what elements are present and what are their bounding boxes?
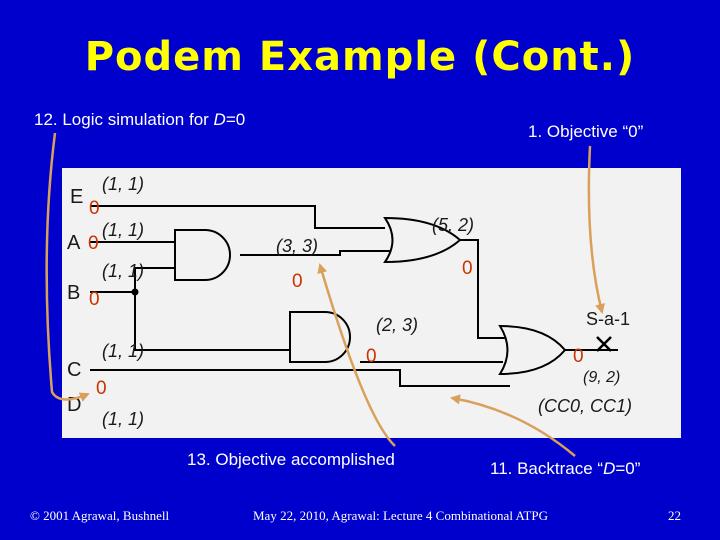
and-gate-1: [174, 229, 231, 281]
arrow-accomplished: [317, 263, 396, 447]
circuit-panel: [62, 168, 681, 438]
note-backtrace: 11. Backtrace “D=0”: [490, 459, 640, 479]
fault-x-mark: [596, 336, 612, 352]
cc-b: (1, 1): [102, 261, 144, 281]
cc-and1: (3, 3): [276, 236, 318, 256]
cc-d: (1, 1): [102, 409, 144, 429]
note-objective: 1. Objective “0”: [528, 122, 644, 141]
note-logic-simulation-var: D: [213, 110, 226, 129]
cc-legend: (CC0, CC1): [538, 396, 632, 416]
wire-e: [90, 205, 385, 229]
note-backtrace-prefix: 11. Backtrace “: [490, 459, 604, 478]
circuit-wires: [90, 205, 618, 387]
and-gate-2: [289, 311, 351, 363]
cc-out: (9, 2): [583, 369, 620, 386]
footer-copyright: © 2001 Agrawal, Bushnell: [30, 508, 170, 523]
or-gate-2: [498, 324, 567, 376]
note-backtrace-suffix: =0”: [615, 459, 641, 478]
arrow-objective: [587, 145, 605, 314]
wire-b: [90, 267, 175, 293]
wire-c: [90, 369, 510, 387]
value-and2: 0: [366, 346, 377, 367]
input-a-label: A: [67, 232, 81, 254]
annotation-arrows: [45, 132, 605, 457]
note-logic-simulation-suffix: =0: [225, 110, 246, 129]
page-number: 22: [668, 508, 681, 523]
note-objective-accomplished: 13. Objective accomplished: [187, 450, 395, 469]
cc-or1: (5, 2): [432, 215, 474, 235]
value-d: 0: [96, 378, 107, 399]
value-or1: 0: [462, 258, 473, 279]
value-and1: 0: [292, 271, 303, 292]
fanout-dot: [131, 288, 139, 296]
wire-and1-out: [240, 250, 395, 256]
arrow-logic-sim: [45, 132, 90, 402]
value-b: 0: [89, 289, 100, 310]
input-c-label: C: [67, 359, 81, 381]
value-e: 0: [89, 198, 100, 219]
note-logic-simulation-prefix: 12. Logic simulation for: [34, 110, 214, 129]
or-gate-1: [383, 216, 462, 264]
arrow-backtrace: [450, 394, 576, 457]
cc-c: (1, 1): [102, 341, 144, 361]
slide-title: Podem Example (Cont.): [84, 34, 636, 80]
fault-label: S-a-1: [586, 309, 630, 329]
input-b-label: B: [67, 282, 80, 304]
footer-lecture-info: May 22, 2010, Agrawal: Lecture 4 Combina…: [253, 508, 548, 523]
wire-or1-out: [460, 239, 520, 339]
note-logic-simulation: 12. Logic simulation for D=0: [34, 110, 245, 130]
wire-b-branch: [134, 292, 300, 351]
value-out: 0: [573, 346, 584, 367]
cc-e: (1, 1): [102, 174, 144, 194]
input-e-label: E: [70, 186, 83, 208]
value-a: 0: [88, 233, 99, 254]
cc-and2: (2, 3): [376, 315, 418, 335]
cc-a: (1, 1): [102, 220, 144, 240]
note-backtrace-var: D: [603, 459, 616, 478]
